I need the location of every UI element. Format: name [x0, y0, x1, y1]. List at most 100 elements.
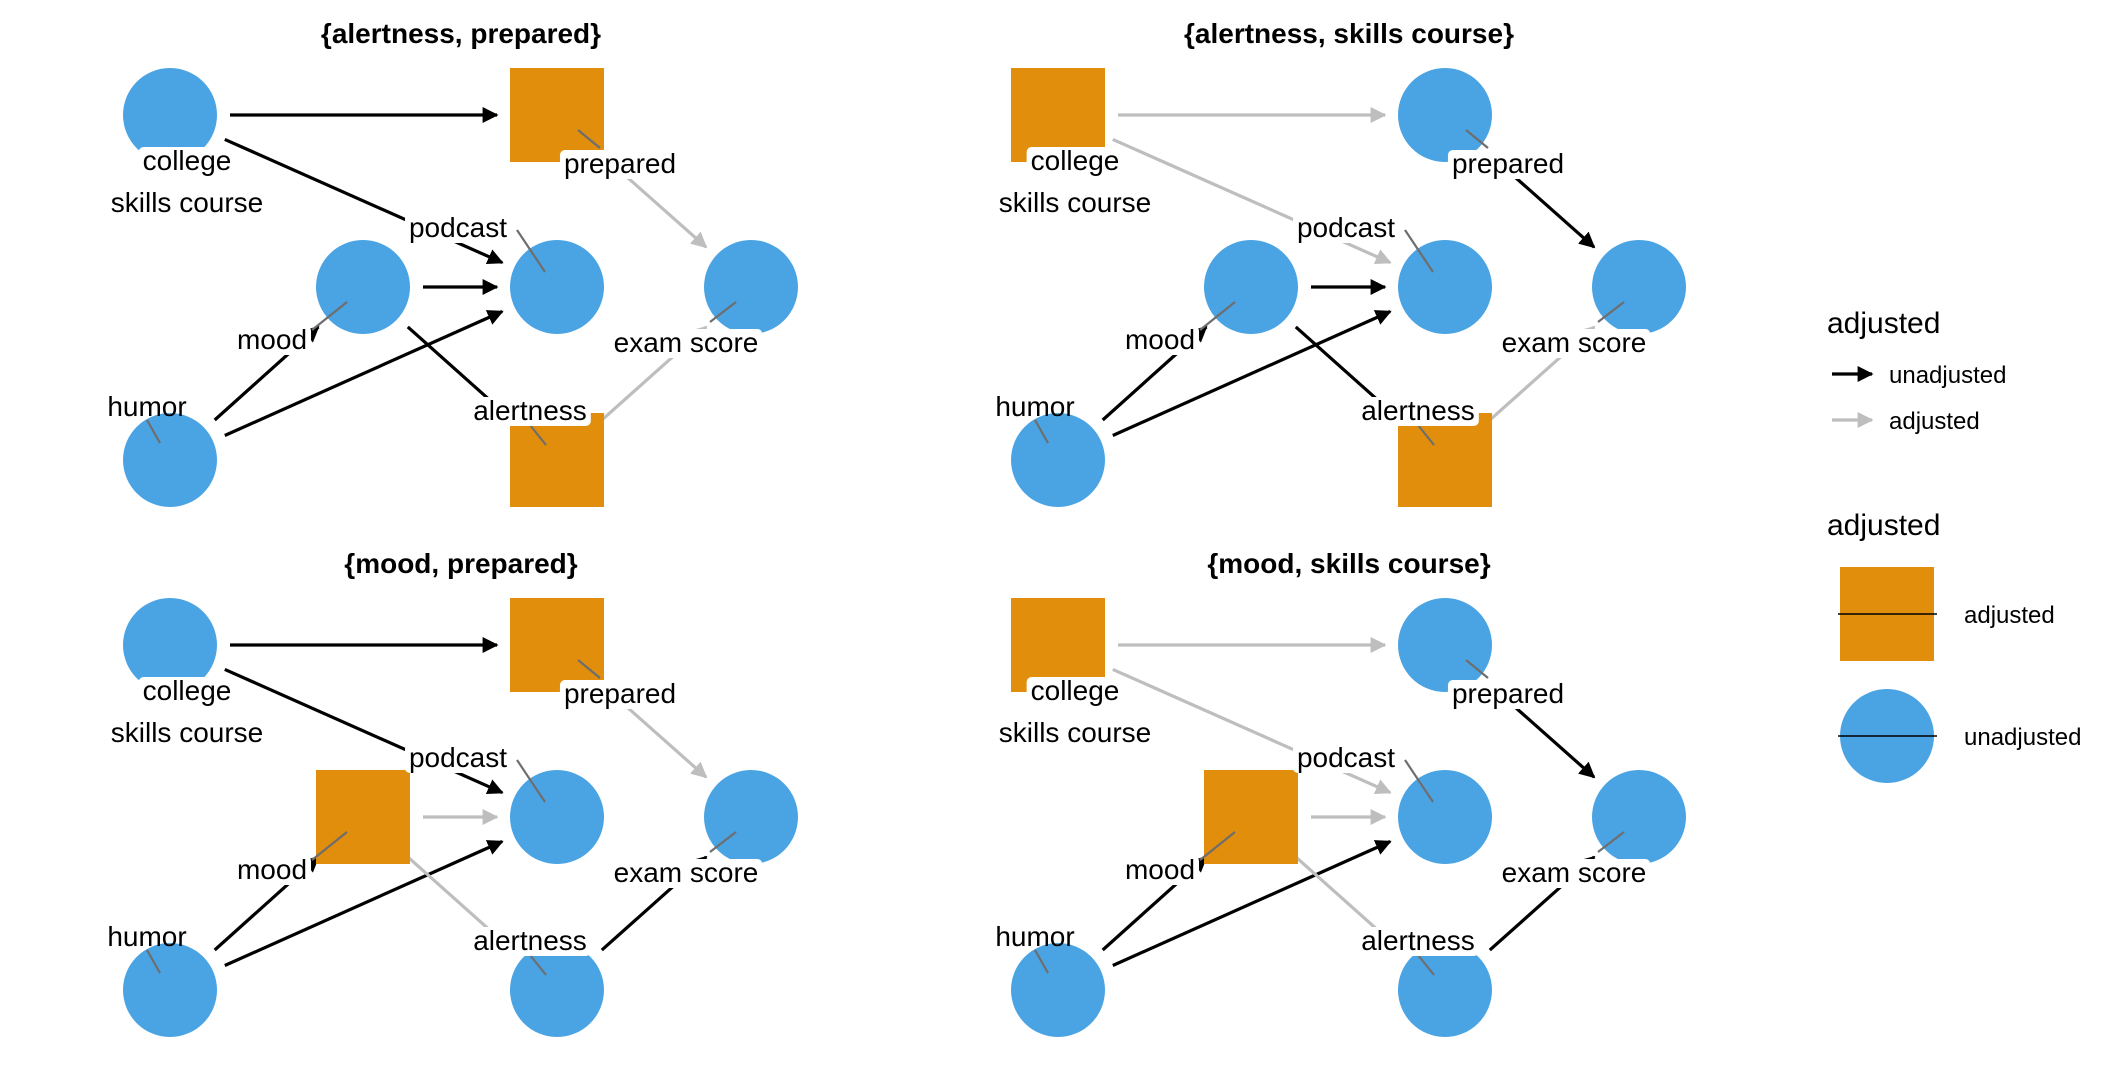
label-background-college [138, 677, 236, 706]
label-leader-podcast [516, 759, 546, 803]
node-college [1011, 68, 1105, 162]
label-leader-humor [146, 419, 161, 444]
edge-humor-to-podcast [224, 840, 504, 967]
legend-node-label-adjusted: adjusted [1964, 602, 2055, 629]
label-leader-prepared [1465, 129, 1489, 149]
node-label-prepared: prepared [564, 148, 676, 179]
node-prepared [510, 68, 604, 162]
node-prepared [1398, 68, 1492, 162]
edge-humor-to-podcast [1112, 840, 1392, 967]
node-label-college: college [1031, 145, 1120, 176]
node-label-prepared: prepared [1452, 148, 1564, 179]
node-label-mood: mood [237, 854, 307, 885]
label-background-podcast [1292, 214, 1400, 243]
node-label-exam: exam score [614, 857, 759, 888]
panel-title: {mood, prepared} [344, 548, 577, 579]
label-background-mood [232, 856, 312, 885]
label-leader-alertness [1417, 424, 1435, 446]
label-leader-prepared [577, 659, 601, 679]
node-label-alertness: alertness [1361, 395, 1475, 426]
panel-title: {mood, skills course} [1207, 548, 1490, 579]
label-background-college [106, 719, 268, 748]
label-leader-humor [1034, 949, 1049, 974]
label-leader-alertness [1417, 954, 1435, 976]
legend-node-label-unadjusted: unadjusted [1964, 724, 2081, 751]
label-background-exam [609, 859, 763, 888]
node-podcast [510, 240, 604, 334]
label-leader-alertness [529, 954, 547, 976]
label-leader-mood [311, 831, 348, 861]
label-background-college [1026, 147, 1124, 176]
node-label-exam: exam score [614, 327, 759, 358]
node-exam [1592, 240, 1686, 334]
panel-title: {alertness, skills course} [1184, 18, 1514, 49]
node-label-humor: humor [107, 921, 186, 952]
label-background-alertness [1357, 397, 1479, 426]
legend: adjustedunadjustedadjustedadjustedadjust… [1827, 307, 2081, 783]
label-background-alertness [1357, 927, 1479, 956]
node-label-college: college [143, 145, 232, 176]
node-label-humor: humor [995, 391, 1074, 422]
node-label-alertness: alertness [1361, 925, 1475, 956]
node-label-college: skills course [999, 717, 1151, 748]
node-label-prepared: prepared [1452, 678, 1564, 709]
label-leader-mood [1199, 301, 1236, 331]
node-alertness [510, 943, 604, 1037]
label-background-podcast [404, 744, 512, 773]
label-background-exam [609, 329, 763, 358]
legend-edge-label-unadjusted: unadjusted [1889, 362, 2006, 389]
node-prepared [1398, 598, 1492, 692]
node-label-humor: humor [107, 391, 186, 422]
label-leader-exam [709, 301, 737, 323]
node-alertness [510, 413, 604, 507]
label-background-alertness [469, 397, 591, 426]
legend-edge-title: adjusted [1827, 307, 1940, 340]
node-label-podcast: podcast [409, 742, 507, 773]
node-podcast [510, 770, 604, 864]
node-alertness [1398, 413, 1492, 507]
node-label-podcast: podcast [1297, 742, 1395, 773]
label-leader-podcast [1404, 759, 1434, 803]
node-humor [123, 943, 217, 1037]
label-leader-podcast [1404, 229, 1434, 273]
label-background-prepared [1447, 150, 1569, 179]
node-humor [1011, 413, 1105, 507]
node-label-exam: exam score [1502, 327, 1647, 358]
node-humor [123, 413, 217, 507]
label-background-exam [1497, 329, 1651, 358]
label-background-college [994, 719, 1156, 748]
node-label-college: college [143, 675, 232, 706]
node-humor [1011, 943, 1105, 1037]
node-label-mood: mood [1125, 324, 1195, 355]
nodes [1011, 68, 1686, 507]
label-background-alertness [469, 927, 591, 956]
node-label-college: skills course [111, 187, 263, 218]
node-alertness [1398, 943, 1492, 1037]
node-podcast [1398, 770, 1492, 864]
node-label-prepared: prepared [564, 678, 676, 709]
nodes [1011, 598, 1686, 1037]
edge-humor-to-podcast [224, 310, 504, 437]
panels-layer: {alertness, prepared} college skills cours… [106, 18, 1686, 1037]
label-leader-prepared [1465, 659, 1489, 679]
label-background-mood [1120, 326, 1200, 355]
node-mood [1204, 240, 1298, 334]
node-label-alertness: alertness [473, 395, 587, 426]
label-background-exam [1497, 859, 1651, 888]
label-leader-humor [1034, 419, 1049, 444]
label-leader-exam [1597, 301, 1625, 323]
label-background-mood [232, 326, 312, 355]
node-exam [704, 240, 798, 334]
node-prepared [510, 598, 604, 692]
panel-title: {alertness, prepared} [321, 18, 601, 49]
legend-edge-label-adjusted: adjusted [1889, 408, 1980, 435]
label-leader-exam [709, 831, 737, 853]
nodes [123, 598, 798, 1037]
label-leader-podcast [516, 229, 546, 273]
node-podcast [1398, 240, 1492, 334]
label-background-college [994, 189, 1156, 218]
node-label-mood: mood [237, 324, 307, 355]
node-mood [1204, 770, 1298, 864]
